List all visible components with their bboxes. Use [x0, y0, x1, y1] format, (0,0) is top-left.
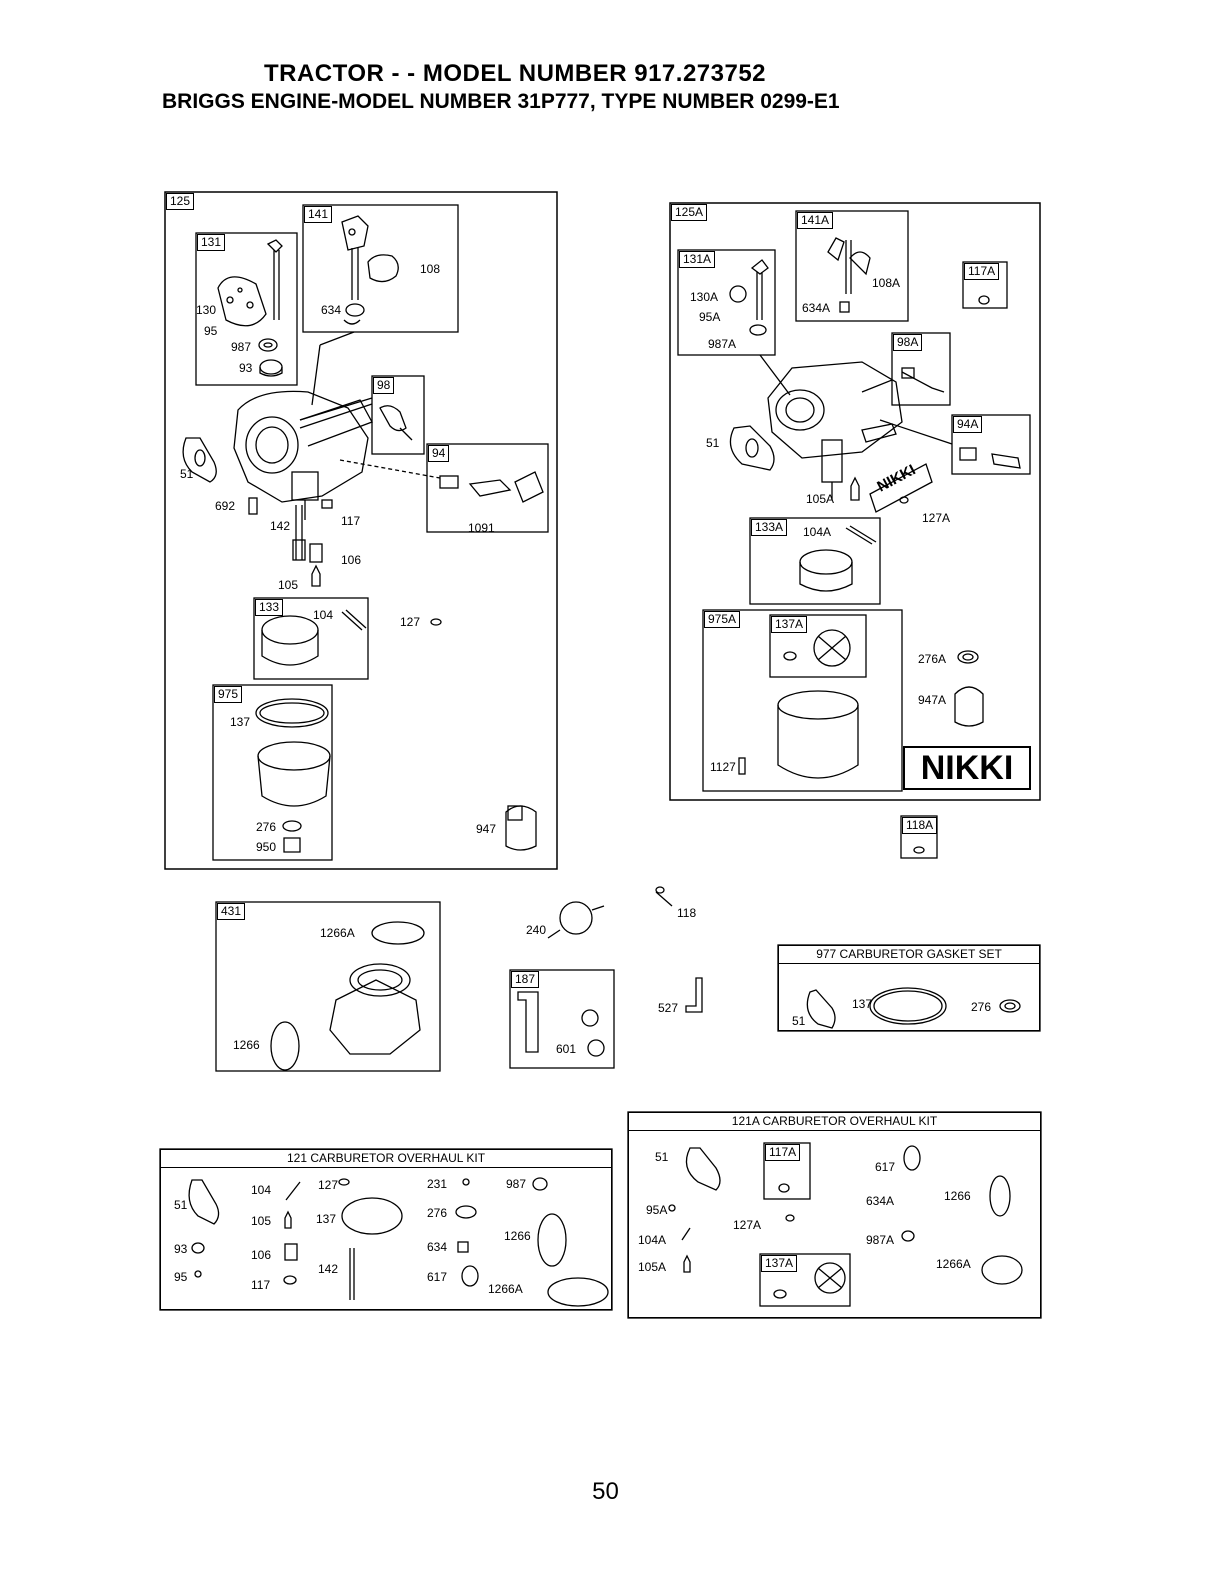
part-label-987a: 987A: [708, 337, 737, 351]
assembly-label-125: 125: [166, 193, 195, 210]
kit121a-assembly-137a: 137A: [761, 1255, 798, 1272]
kit121a-part-105a: 105A: [638, 1260, 667, 1274]
kit121-part-276: 276: [427, 1206, 448, 1220]
kit-title-121a: 121A CARBURETOR OVERHAUL KIT: [629, 1113, 1040, 1131]
kit121-part-117: 117: [251, 1278, 271, 1292]
page-number: 50: [592, 1478, 619, 1505]
kit121-part-95: 95: [174, 1270, 188, 1284]
overhaul-kit-121: 121 CARBURETOR OVERHAUL KIT: [160, 1149, 612, 1310]
part-label-1091: 1091: [468, 521, 495, 535]
part-label-527: 527: [658, 1001, 679, 1015]
kit121-part-106: 106: [251, 1248, 272, 1262]
part-label-1266: 1266: [233, 1038, 260, 1052]
kit121a-part-617: 617: [875, 1160, 896, 1174]
assembly-label-117a: 117A: [964, 263, 1000, 280]
part-label-127: 127: [400, 615, 421, 629]
part-label-987: 987: [231, 340, 252, 354]
kit121-part-93: 93: [174, 1242, 188, 1256]
kit121-part-127: 127: [318, 1178, 339, 1192]
kit-title-977: 977 CARBURETOR GASKET SET: [779, 946, 1039, 964]
gasket-set-977: 977 CARBURETOR GASKET SET: [778, 945, 1040, 1031]
gasket-set-part-137: 137: [852, 997, 873, 1011]
kit-title-121: 121 CARBURETOR OVERHAUL KIT: [161, 1150, 611, 1168]
part-label-51: 51: [180, 467, 194, 481]
assembly-label-141a: 141A: [797, 212, 834, 229]
part-label-1266a: 1266A: [320, 926, 355, 940]
part-label-634: 634: [321, 303, 342, 317]
part-label-108: 108: [420, 262, 441, 276]
assembly-label-131: 131: [197, 234, 226, 251]
kit121a-part-51: 51: [655, 1150, 669, 1164]
assembly-label-118a: 118A: [902, 817, 938, 834]
gasket-set-part-276: 276: [971, 1000, 992, 1014]
kit121-part-987: 987: [506, 1177, 527, 1191]
assembly-label-125a: 125A: [671, 204, 708, 221]
page-subtitle: BRIGGS ENGINE-MODEL NUMBER 31P777, TYPE …: [162, 90, 840, 113]
kit121a-part-127a: 127A: [733, 1218, 762, 1232]
assembly-label-133a: 133A: [751, 519, 788, 536]
assembly-label-141: 141: [304, 206, 333, 223]
kit121a-part-104a: 104A: [638, 1233, 667, 1247]
assembly-label-133: 133: [255, 599, 284, 616]
kit121-part-231: 231: [427, 1177, 448, 1191]
kit121-part-634: 634: [427, 1240, 448, 1254]
kit121-part-142: 142: [318, 1262, 339, 1276]
part-label-51-right: 51: [706, 436, 720, 450]
kit121-part-105: 105: [251, 1214, 272, 1228]
part-label-95: 95: [204, 324, 218, 338]
assembly-label-187: 187: [511, 971, 540, 988]
part-label-108a: 108A: [872, 276, 901, 290]
kit121a-part-987a: 987A: [866, 1233, 895, 1247]
part-label-142: 142: [270, 519, 291, 533]
part-label-950: 950: [256, 840, 277, 854]
kit121a-part-1266: 1266: [944, 1189, 971, 1203]
kit121-part-617: 617: [427, 1270, 448, 1284]
nikki-logo: NIKKI: [903, 746, 1031, 790]
assembly-label-137a: 137A: [771, 616, 808, 633]
part-label-276: 276: [256, 820, 277, 834]
part-label-104a: 104A: [803, 525, 832, 539]
part-label-118: 118: [677, 906, 697, 920]
part-label-276a: 276A: [918, 652, 947, 666]
part-label-93: 93: [239, 361, 253, 375]
part-label-130a: 130A: [690, 290, 719, 304]
part-label-947a: 947A: [918, 693, 947, 707]
part-label-137: 137: [230, 715, 251, 729]
part-label-947: 947: [476, 822, 497, 836]
part-label-601: 601: [556, 1042, 577, 1056]
kit121-part-51: 51: [174, 1198, 188, 1212]
assembly-label-98a: 98A: [893, 334, 923, 351]
part-label-127a: 127A: [922, 511, 951, 525]
assembly-label-94: 94: [428, 445, 450, 462]
assembly-label-98: 98: [373, 377, 395, 394]
page-title: TRACTOR - - MODEL NUMBER 917.273752: [263, 60, 767, 87]
part-label-1127: 1127: [710, 760, 736, 774]
part-label-692: 692: [215, 499, 236, 513]
assembly-label-975: 975: [214, 686, 243, 703]
assembly-label-975a: 975A: [704, 611, 741, 628]
kit121a-assembly-117a: 117A: [765, 1144, 801, 1161]
overhaul-kit-121a: 121A CARBURETOR OVERHAUL KIT: [628, 1112, 1041, 1318]
assembly-label-94a: 94A: [953, 416, 983, 433]
kit121-part-1266: 1266: [504, 1229, 531, 1243]
part-label-130: 130: [196, 303, 217, 317]
kit121a-part-634a: 634A: [866, 1194, 895, 1208]
gasket-set-part-51: 51: [792, 1014, 806, 1028]
part-label-117: 117: [341, 514, 361, 528]
part-label-95a: 95A: [699, 310, 721, 324]
part-label-634a: 634A: [802, 301, 831, 315]
kit121a-part-1266a: 1266A: [936, 1257, 971, 1271]
part-label-105a: 105A: [806, 492, 835, 506]
part-label-104: 104: [313, 608, 334, 622]
kit121-part-1266a: 1266A: [488, 1282, 523, 1296]
kit121a-part-95a: 95A: [646, 1203, 668, 1217]
kit121-part-137: 137: [316, 1212, 337, 1226]
part-label-240: 240: [526, 923, 547, 937]
kit121-part-104: 104: [251, 1183, 272, 1197]
assembly-label-131a: 131A: [679, 251, 716, 268]
part-label-105: 105: [278, 578, 299, 592]
assembly-label-431: 431: [217, 903, 246, 920]
part-label-106: 106: [341, 553, 362, 567]
